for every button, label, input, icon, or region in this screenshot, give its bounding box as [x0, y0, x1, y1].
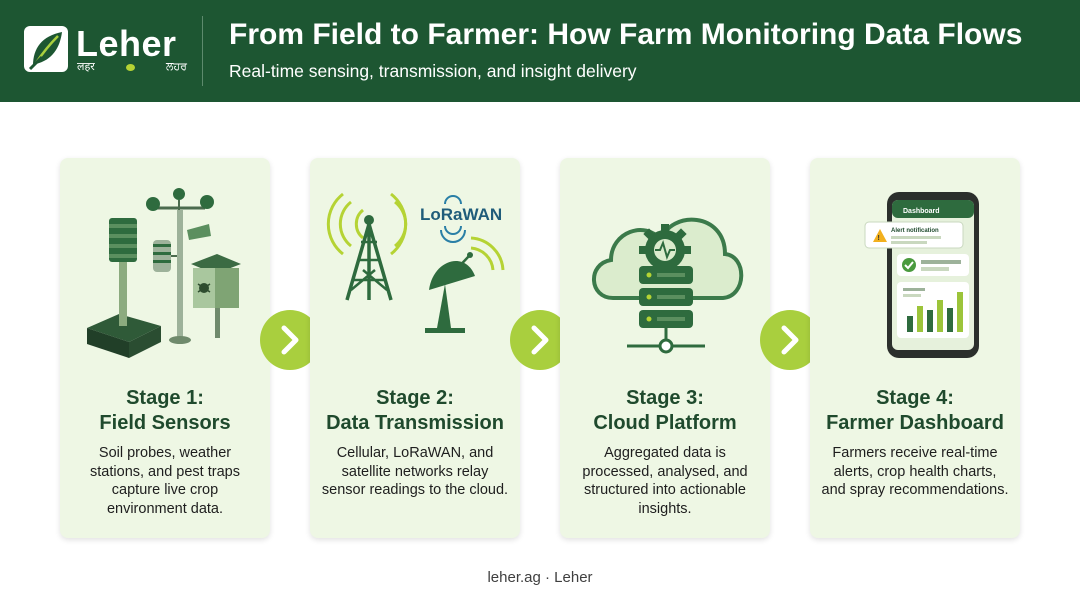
field-sensors-icon	[87, 188, 241, 358]
stage-card-4: Dashboard ! Alert notification Stage 4: …	[810, 158, 1020, 538]
stage-number: Stage 1:	[126, 387, 204, 409]
stage-name: Cloud Platform	[593, 412, 737, 434]
leaf-dot-icon	[125, 63, 135, 71]
chevron-right-icon	[531, 325, 549, 355]
stage-description: Cellular, LoRaWAN, and satellite network…	[321, 445, 509, 498]
leaf-logo-icon	[24, 26, 68, 72]
dashboard-header-text: Dashboard	[903, 208, 940, 215]
brand-tagline: लहर ਲਹਰ	[77, 60, 187, 74]
footer-credit[interactable]: leher.ag · Leher	[487, 569, 593, 586]
stage-card-1: Stage 1: Field Sensors Soil probes, weat…	[60, 158, 270, 538]
brand-name: Leher	[76, 23, 177, 64]
stage-number: Stage 4:	[876, 387, 954, 409]
page-subtitle: Real-time sensing, transmission, and ins…	[229, 61, 637, 81]
brand-logo[interactable]: Leher लहर ਲਹਰ	[24, 24, 204, 80]
stage-description: Aggregated data is processed, analysed, …	[582, 445, 748, 517]
stage-description: Farmers receive real-time alerts, crop h…	[821, 445, 1009, 498]
stage-title: Stage 4: Farmer Dashboard	[815, 386, 1015, 436]
stage-number: Stage 3:	[626, 387, 704, 409]
header-divider	[202, 16, 203, 86]
lorawan-logo-text: LoRaWAN	[420, 205, 502, 224]
stage-card-3: Stage 3: Cloud Platform Aggregated data …	[560, 158, 770, 538]
svg-text:!: !	[878, 235, 880, 242]
stage-number: Stage 2:	[376, 387, 454, 409]
stage-title: Stage 1: Field Sensors	[65, 386, 265, 436]
header-banner: Leher लहर ਲਹਰ From Field to Farmer: How …	[0, 0, 1080, 102]
stage-title: Stage 3: Cloud Platform	[565, 386, 765, 436]
brand-script-hindi: लहर	[77, 61, 95, 73]
stage-name: Farmer Dashboard	[826, 412, 1004, 434]
stage-title: Stage 2: Data Transmission	[315, 386, 515, 436]
data-transmission-icon: LoRaWAN	[326, 192, 505, 333]
alert-notification-text: Alert notification	[891, 228, 939, 234]
chevron-right-icon	[781, 325, 799, 355]
stage-description: Soil probes, weather stations, and pest …	[90, 445, 240, 517]
cloud-platform-icon	[592, 217, 744, 354]
farmer-dashboard-icon: Dashboard ! Alert notification	[864, 192, 979, 358]
stage-name: Data Transmission	[326, 412, 504, 434]
chevron-right-icon	[281, 325, 299, 355]
stage-name: Field Sensors	[99, 412, 231, 434]
stage-card-2: LoRaWAN Stage 2: Data Transmission Cellu…	[310, 158, 520, 538]
brand-script-punjabi: ਲਹਰ	[165, 61, 187, 73]
page-title: From Field to Farmer: How Farm Monitorin…	[229, 18, 1023, 51]
